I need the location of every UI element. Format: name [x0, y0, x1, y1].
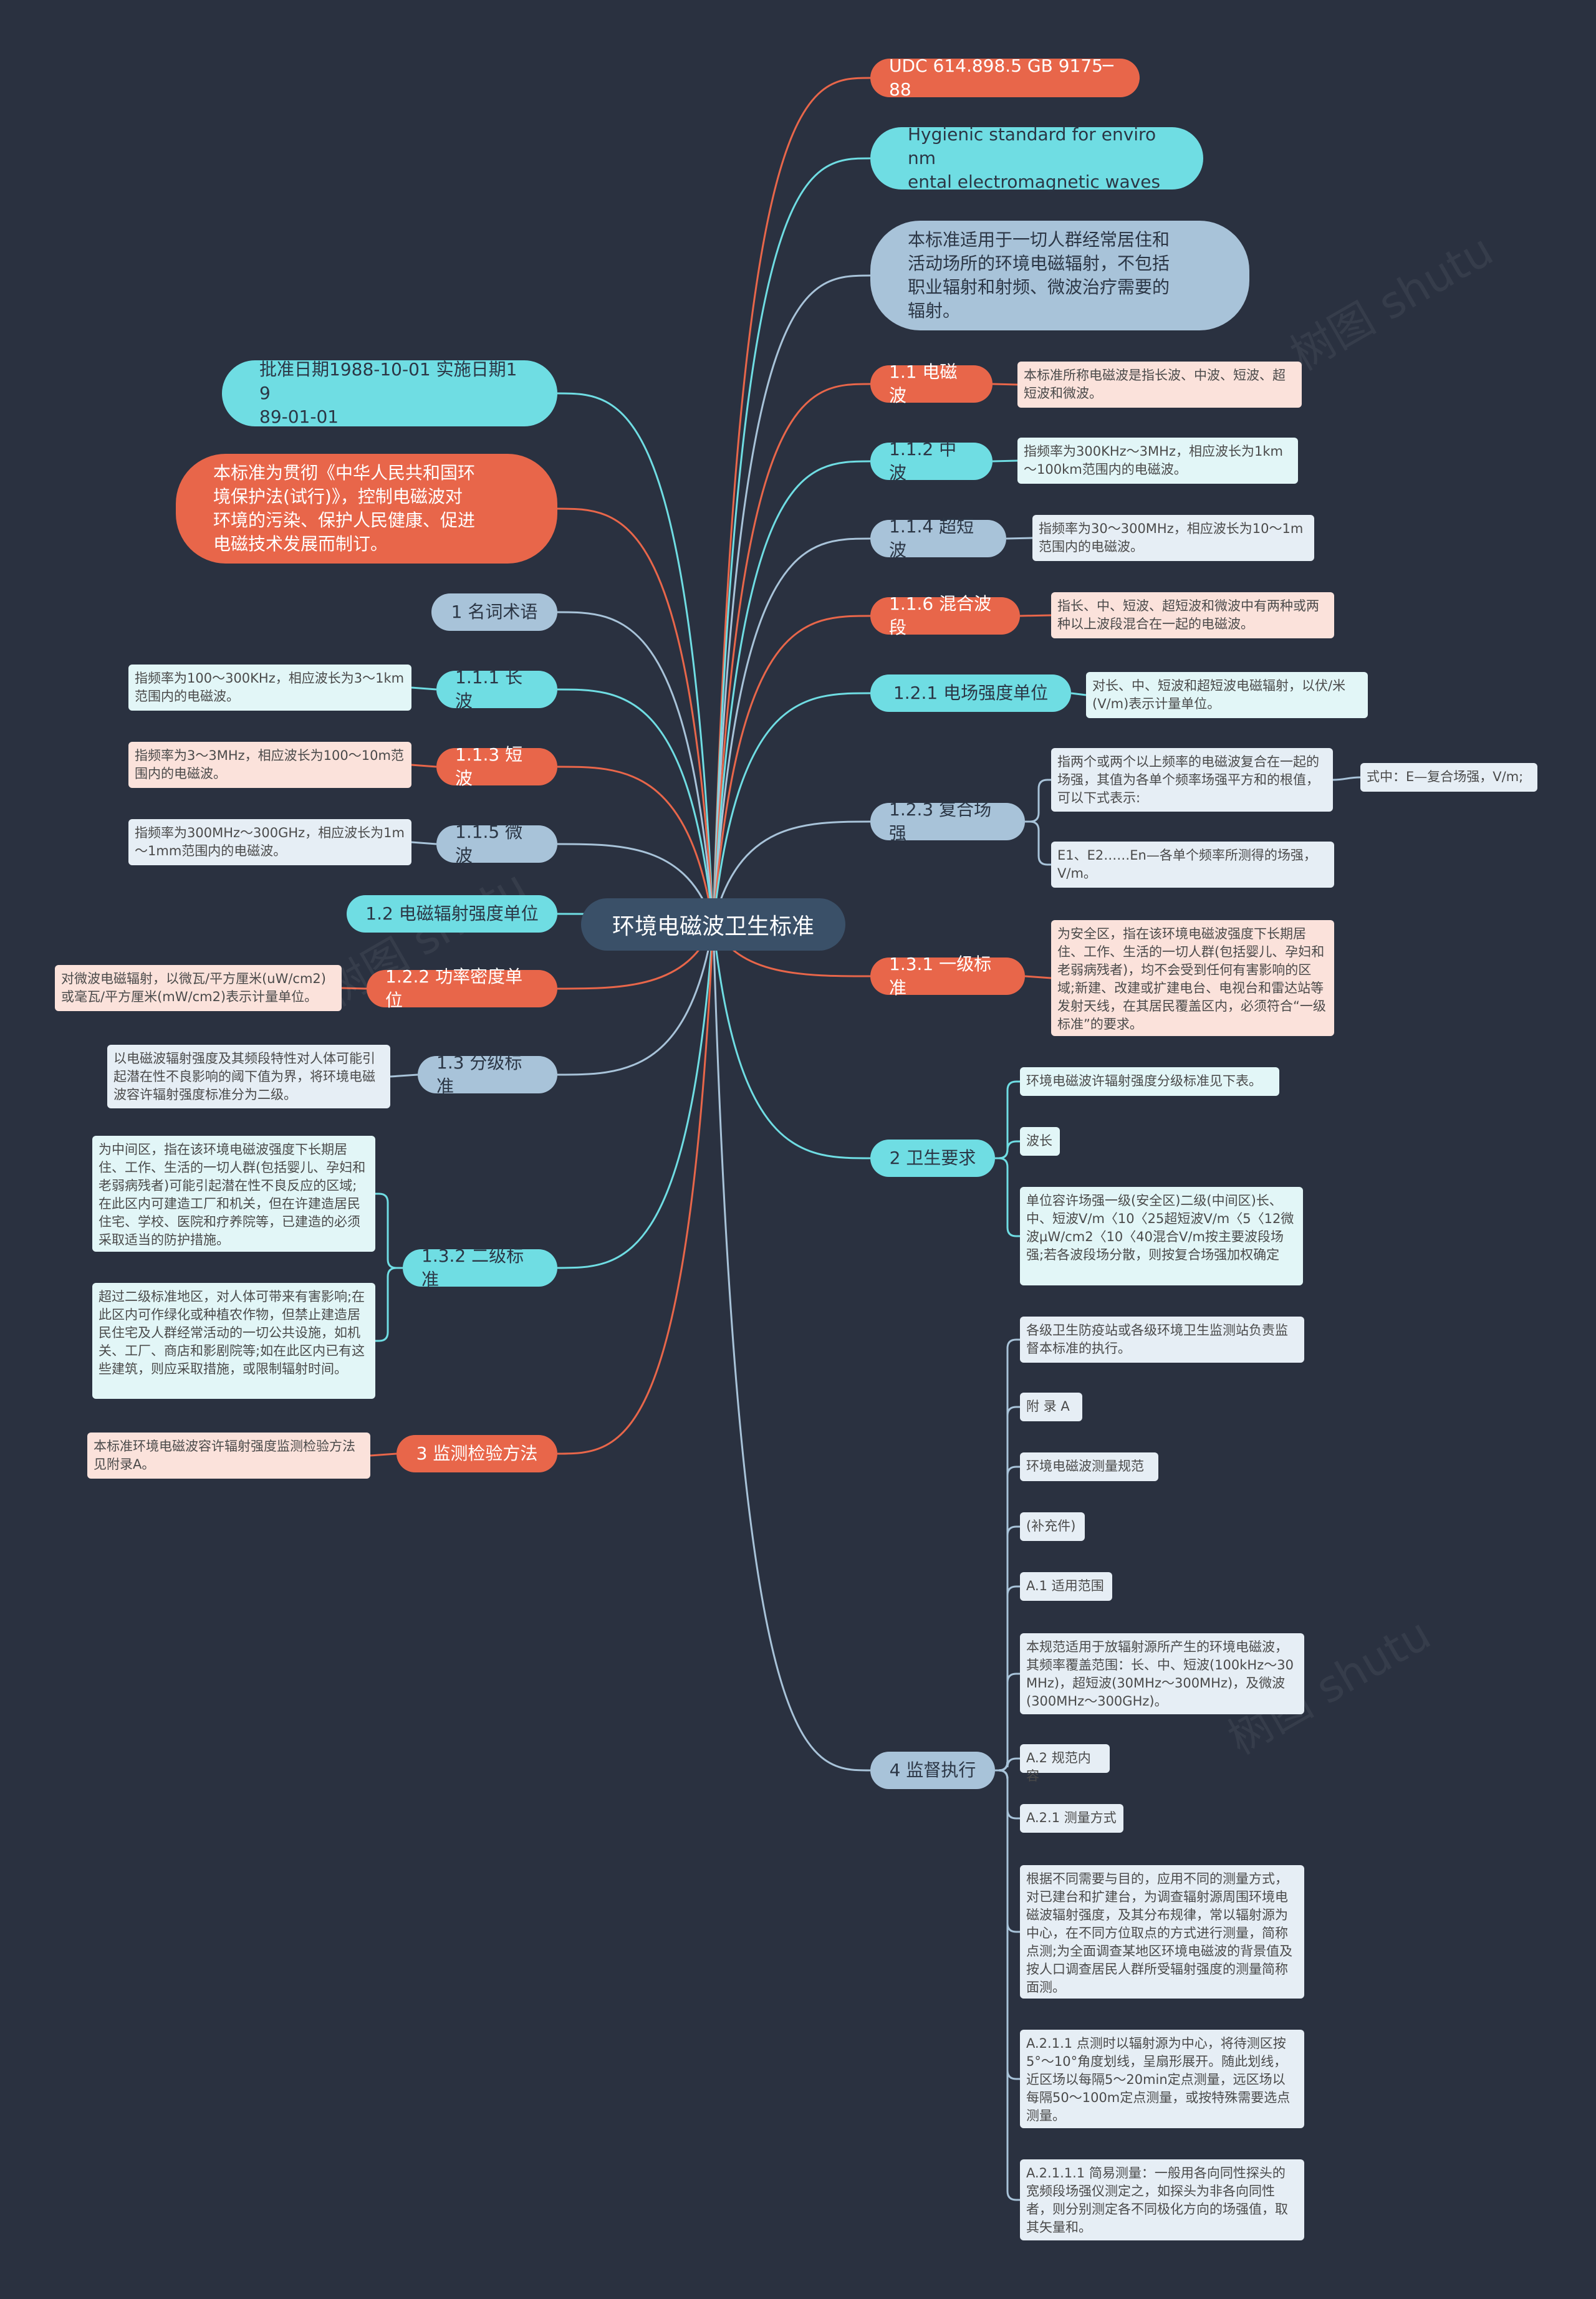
topic-english-title[interactable]: Hygienic standard for environm ental ele… [870, 124, 1203, 192]
subtopic-point-measurement[interactable]: A.2.1.1 点测时以辐射源为中心，将待测区按5°～10°角度划线，呈扇形展开… [1020, 2030, 1304, 2128]
link-r8c1 [1025, 820, 1051, 866]
link-r9c0 [1024, 975, 1052, 979]
subtopic-supervising-agencies[interactable]: 各级卫生防疫站或各级环境卫生监测站负责监督本标准的执行。 [1020, 1317, 1304, 1363]
subtopic-field-unit-definition[interactable]: 对长、中、短波和超短波电磁辐射，以伏/米(V/m)表示计量单位。 [1086, 672, 1368, 718]
subtopic-long-wave-definition[interactable]: 指频率为100～300KHz，相应波长为3～1km范围内的电磁波。 [128, 665, 411, 711]
link-l8 [557, 924, 714, 1076]
link-r3c0 [992, 383, 1018, 386]
link-l3c0 [411, 686, 437, 691]
topic-level-one-standard[interactable]: 1.3.1 一级标准 [870, 954, 1025, 998]
link-r11c10 [995, 1769, 1020, 2201]
topic-electromagnetic-wave[interactable]: 1.1 电磁波 [870, 362, 993, 406]
topic-monitoring-method[interactable]: 3 监测检验方法 [397, 1435, 557, 1472]
link-l4c0 [411, 764, 437, 768]
subtopic-formula-note[interactable]: 式中：E—复合场强，V/m; [1360, 763, 1537, 792]
link-r6 [712, 615, 871, 925]
link-l10c0 [370, 1452, 397, 1457]
link-r7 [712, 692, 871, 925]
topic-microwave[interactable]: 1.1.5 微波 [436, 822, 557, 866]
topic-short-wave[interactable]: 1.1.3 短波 [436, 744, 557, 789]
subtopic-em-wave-definition[interactable]: 本标准所称电磁波是指长波、中波、短波、超短波和微波。 [1017, 362, 1302, 408]
link-l5c0 [411, 841, 437, 845]
link-r4 [712, 460, 871, 925]
subtopic-power-density-definition[interactable]: 对微波电磁辐射，以微瓦/平方厘米(uW/cm2)或毫瓦/平方厘米(mW/cm2)… [55, 965, 342, 1011]
link-r5 [712, 537, 871, 925]
subtopic-level-one-definition[interactable]: 为安全区，指在该环境电磁波强度下长期居住、工作、生活的一切人群(包括婴儿、孕妇和… [1051, 920, 1334, 1036]
link-l7c0 [341, 987, 367, 990]
link-l5 [557, 843, 714, 925]
link-l1 [557, 507, 714, 925]
topic-composite-field[interactable]: 1.2.3 复合场强 [870, 799, 1025, 843]
link-l9 [557, 924, 714, 1269]
subtopic-allowed-field-values[interactable]: 单位容许场强一级(安全区)二级(中间区)长、中、短波V/m〈10〈25超短波V/… [1020, 1187, 1303, 1285]
topic-terms[interactable]: 1 名词术语 [431, 593, 557, 631]
subtopic-monitoring-reference[interactable]: 本标准环境电磁波容许辐射强度监测检验方法见附录A。 [87, 1433, 370, 1479]
topic-long-wave[interactable]: 1.1.1 长波 [436, 667, 557, 711]
topic-grading-standard[interactable]: 1.3 分级标准 [418, 1052, 557, 1097]
subtopic-medium-wave-definition[interactable]: 指频率为300KHz～3MHz，相应波长为1km～100km范围内的电磁波。 [1017, 438, 1298, 484]
link-r8c0 [1025, 779, 1051, 823]
link-r8 [712, 820, 871, 925]
subtopic-measurement-spec[interactable]: 环境电磁波测量规范 [1020, 1452, 1158, 1481]
link-l4 [557, 766, 714, 925]
subtopic-intermediate-zone[interactable]: 为中间区，指在该环境电磁波强度下长期居住、工作、生活的一切人群(包括婴儿、孕妇和… [92, 1136, 375, 1252]
link-r1 [712, 157, 871, 925]
subtopic-supplement[interactable]: (补充件) [1020, 1512, 1085, 1541]
link-r0 [712, 77, 871, 925]
subtopic-grading-table-note[interactable]: 环境电磁波许辐射强度分级标准见下表。 [1020, 1067, 1279, 1096]
subtopic-a1-scope[interactable]: A.1 适用范围 [1020, 1572, 1112, 1601]
subtopic-a2-content[interactable]: A.2 规范内容 [1020, 1744, 1110, 1783]
subtopic-composite-definition[interactable]: 指两个或两个以上频率的电磁波复合在一起的场强，其值为各单个频率场强平方和的根值，… [1051, 748, 1333, 812]
link-r8c0c0 [1332, 776, 1361, 781]
link-r10 [712, 924, 871, 1159]
link-l10 [557, 924, 714, 1455]
subtopic-grading-definition[interactable]: 以电磁波辐射强度及其频段特性对人体可能引起潜在性不良影响的阈下值为界，将环境电磁… [107, 1045, 390, 1108]
topic-scope[interactable]: 本标准适用于一切人群经常居住和 活动场所的环境电磁辐射，不包括 职业辐射和射频、… [870, 221, 1249, 330]
link-r3 [712, 383, 871, 925]
link-l9c0 [375, 1193, 403, 1269]
topic-purpose[interactable]: 本标准为贯彻《中华人民共和国环 境保护法(试行)》，控制电磁波对 环境的污染、保… [176, 454, 557, 564]
topic-radiation-unit[interactable]: 1.2 电磁辐射强度单位 [347, 895, 557, 933]
topic-power-density-unit[interactable]: 1.2.2 功率密度单位 [367, 966, 557, 1010]
link-l9c1 [375, 1267, 403, 1342]
link-l3 [557, 688, 714, 925]
link-r6c0 [1019, 614, 1052, 617]
topic-udc-code[interactable]: UDC 614.898.5 GB 9175─88 [870, 55, 1140, 100]
subtopic-short-wave-definition[interactable]: 指频率为3～3MHz，相应波长为100～10m范围内的电磁波。 [128, 742, 411, 788]
link-r5c0 [1006, 537, 1033, 540]
subtopic-mixed-band-definition[interactable]: 指长、中、短波、超短波和微波中有两种或两种以上波段混合在一起的电磁波。 [1051, 592, 1334, 638]
topic-supervision[interactable]: 4 监督执行 [870, 1752, 995, 1789]
topic-level-two-standard[interactable]: 1.3.2 二级标准 [403, 1245, 557, 1290]
subtopic-single-frequency-note[interactable]: E1、E2……En—各单个频率所测得的场强，V/m。 [1051, 842, 1334, 888]
topic-hygiene-requirements[interactable]: 2 卫生要求 [870, 1140, 995, 1177]
subtopic-a21-method[interactable]: A.2.1 测量方式 [1020, 1804, 1123, 1833]
subtopic-simple-measurement[interactable]: A.2.1.1.1 简易测量：一般用各向同性探头的宽频段场强仪测定之，如探头为非… [1020, 2159, 1304, 2240]
subtopic-microwave-definition[interactable]: 指频率为300MHz～300GHz，相应波长为1m～1mm范围内的电磁波。 [128, 819, 411, 865]
subtopic-ultrashort-wave-definition[interactable]: 指频率为30～300MHz，相应波长为10～1m范围内的电磁波。 [1032, 515, 1314, 561]
subtopic-beyond-level-two[interactable]: 超过二级标准地区，对人体可带来有害影响;在此区内可作绿化或种植农作物，但禁止建造… [92, 1283, 375, 1399]
subtopic-measurement-approach[interactable]: 根据不同需要与目的，应用不同的测量方式，对已建台和扩建台，为调查辐射源周围环境电… [1020, 1865, 1304, 1999]
subtopic-appendix-a[interactable]: 附 录 A [1020, 1393, 1082, 1421]
topic-mixed-band[interactable]: 1.1.6 混合波段 [870, 593, 1020, 638]
topic-approval-date[interactable]: 批准日期1988-10-01 实施日期19 89-01-01 [222, 359, 557, 427]
subtopic-wavelength[interactable]: 波长 [1020, 1127, 1060, 1156]
link-l2 [557, 611, 714, 925]
link-r2 [712, 274, 871, 925]
link-r11 [712, 924, 871, 1772]
subtopic-a1-scope-text[interactable]: 本规范适用于放辐射源所产生的环境电磁波，其频率覆盖范围：长、中、短波(100kH… [1020, 1633, 1304, 1714]
link-r10c2 [995, 1157, 1020, 1237]
root-topic[interactable]: 环境电磁波卫生标准 [581, 898, 845, 951]
topic-medium-wave[interactable]: 1.1.2 中波 [870, 439, 993, 483]
link-l8c0 [390, 1073, 418, 1078]
link-r11c5 [995, 1673, 1020, 1772]
link-r7c0 [1070, 692, 1087, 696]
topic-ultrashort-wave[interactable]: 1.1.4 超短波 [870, 516, 1006, 560]
link-l0 [557, 392, 714, 925]
topic-field-strength-unit[interactable]: 1.2.1 电场强度单位 [870, 674, 1071, 712]
